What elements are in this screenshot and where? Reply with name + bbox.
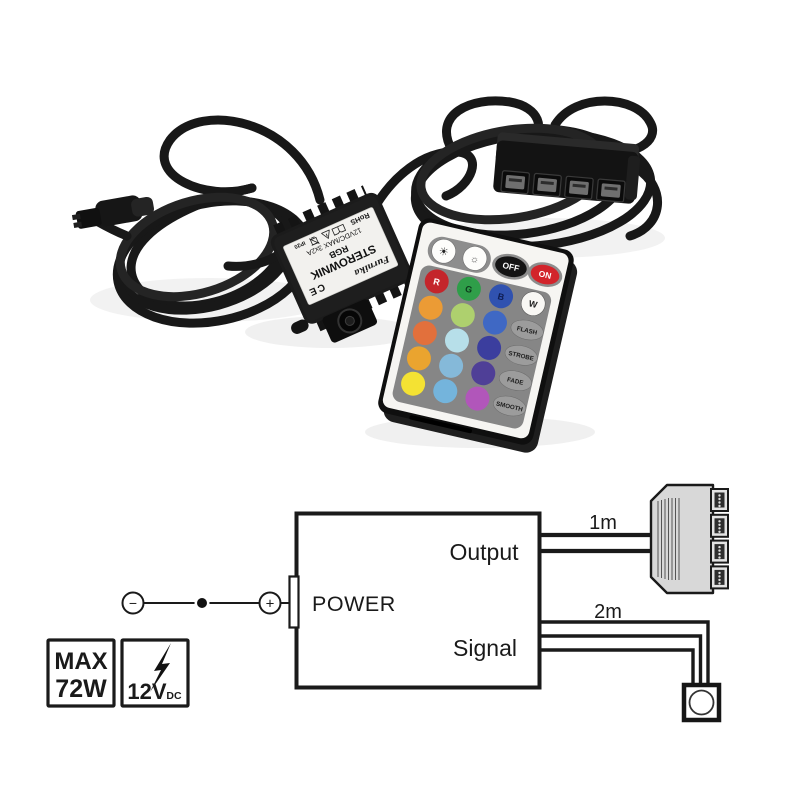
key-W [520, 291, 546, 316]
color-key [433, 379, 458, 404]
voltage-badge: 12V DC [120, 638, 190, 708]
on-button [530, 264, 560, 285]
color-key [477, 335, 502, 360]
color-key [471, 361, 496, 386]
minus-terminal [121, 591, 145, 615]
wiring-diagram: POWER Output Signal − + 1m [46, 483, 729, 723]
max-power-badge: MAX 72W [46, 638, 116, 708]
color-key [439, 353, 464, 378]
fade-button-label: FADE [506, 376, 524, 387]
remote-control: ☀ ☼ OFF ON R G B W [378, 218, 578, 453]
mode-buttons: FLASH STROBE FADE SMOOTH [493, 319, 544, 417]
smooth-button [493, 395, 527, 417]
weee-bin-icon [308, 236, 320, 246]
voltage-type: DC [166, 690, 182, 702]
flash-button-label: FLASH [516, 325, 538, 337]
ir-sensor-icon [681, 682, 722, 723]
mounting-tab [291, 319, 309, 334]
output-label: Output [449, 539, 519, 565]
signal-label: Signal [453, 635, 517, 661]
dc-jack-socket [322, 299, 378, 343]
color-key [465, 386, 490, 411]
ip-rating-text: IP20 [293, 239, 306, 249]
color-key [412, 321, 437, 346]
product-photo: Furnika CE STEROWNIK RGB 12VDC/MAX 3x2A … [71, 96, 665, 453]
battery-slot [409, 415, 473, 434]
key-W-label: W [528, 298, 539, 310]
color-key [406, 346, 431, 371]
color-key [444, 328, 469, 353]
splitter-icon [649, 483, 729, 595]
color-key [482, 310, 507, 335]
warning-triangle-icon [321, 229, 330, 239]
brightness-down-button [462, 246, 488, 271]
ir-sensor-eye [688, 689, 715, 716]
lightning-bolt-icon [150, 643, 171, 692]
splitter-block [493, 132, 641, 204]
max-value: 72W [55, 675, 107, 703]
color-key [401, 371, 426, 396]
key-B [489, 284, 514, 309]
key-R [424, 269, 449, 294]
key-B-label: B [497, 291, 506, 302]
voltage-value: 12V [127, 679, 166, 704]
off-button-label: OFF [502, 260, 521, 274]
plus-sign: + [266, 596, 275, 613]
key-R-label: R [432, 276, 441, 287]
read-manual-icon [331, 223, 347, 236]
brightness-up-icon: ☀ [437, 245, 449, 259]
fade-button [498, 370, 532, 391]
power-jack-tab [288, 575, 300, 629]
color-key-grid [401, 295, 507, 411]
controller-box: Furnika CE STEROWNIK RGB 12VDC/MAX 3x2A … [270, 185, 413, 343]
splitter-icon-ports [710, 488, 729, 590]
color-key [418, 295, 443, 320]
lead-junction-dot [197, 598, 207, 608]
color-key [450, 303, 475, 328]
output-wires [540, 532, 653, 554]
brightness-up-button [431, 238, 457, 264]
power-label: POWER [312, 592, 396, 616]
brightness-down-icon: ☼ [469, 253, 480, 266]
strobe-button [504, 345, 538, 366]
splitter-ports [500, 170, 626, 203]
flash-button [510, 319, 544, 341]
power-box [294, 511, 542, 690]
key-G [456, 276, 481, 301]
splitter-hatch [657, 498, 680, 580]
polarity-lead: − + [121, 591, 290, 615]
max-label: MAX [54, 648, 107, 675]
on-button-label: ON [538, 268, 553, 281]
key-G-label: G [464, 284, 473, 295]
mini-plug-connector [71, 195, 155, 229]
controller-label: Furnika CE STEROWNIK RGB 12VDC/MAX 3x2A … [283, 207, 399, 305]
output-length-label: 1m [589, 512, 617, 534]
minus-sign: − [129, 595, 137, 611]
signal-wires [540, 620, 710, 685]
signal-length-label: 2m [594, 601, 622, 623]
off-button [495, 256, 527, 278]
